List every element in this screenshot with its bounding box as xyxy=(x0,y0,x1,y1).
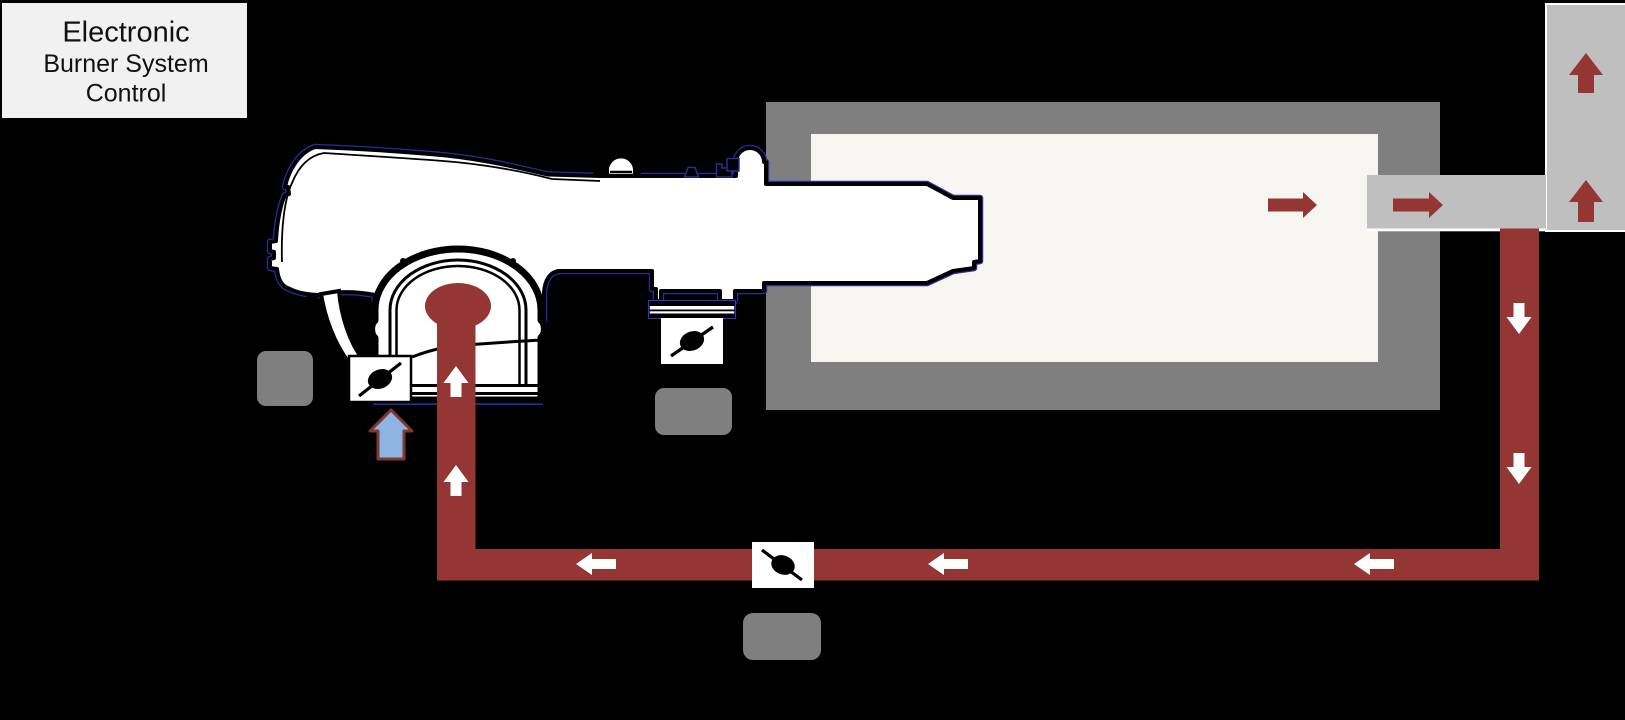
svg-text:Burner System: Burner System xyxy=(43,50,208,78)
svg-text:Control: Control xyxy=(86,80,167,108)
svg-text:Electronic: Electronic xyxy=(62,17,189,49)
